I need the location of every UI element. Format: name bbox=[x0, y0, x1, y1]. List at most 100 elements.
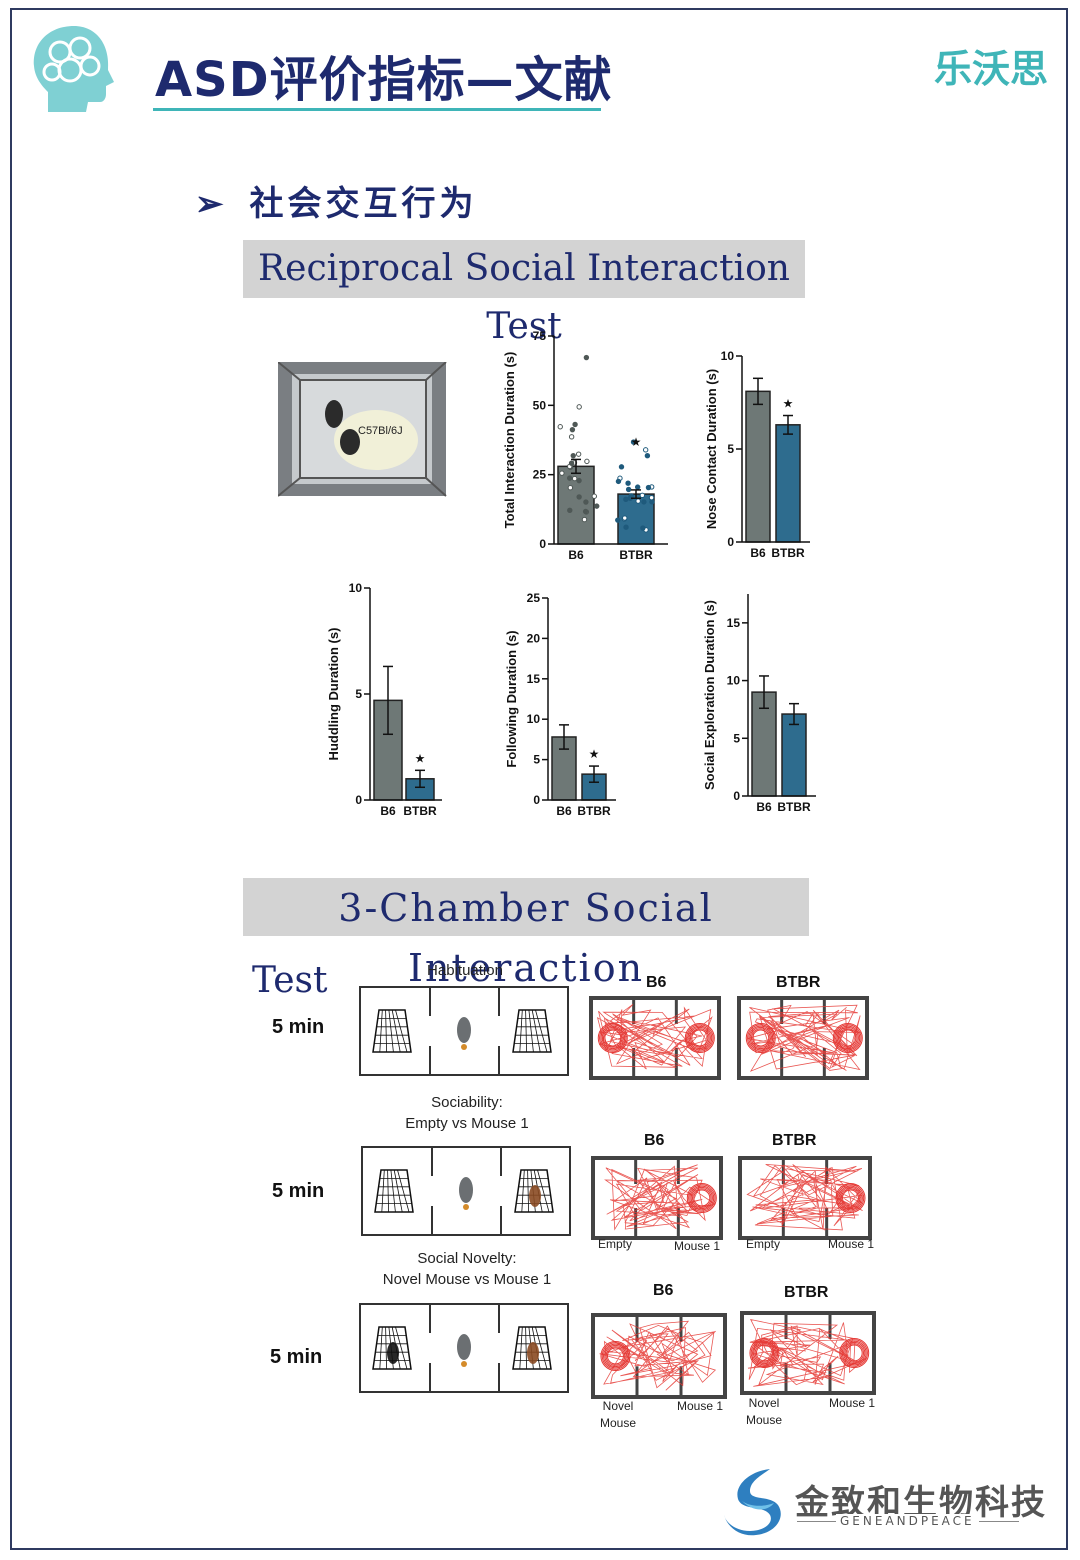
track-hotspot bbox=[832, 1023, 863, 1053]
data-point bbox=[615, 478, 622, 485]
track-plot-b6-sociability bbox=[591, 1156, 723, 1240]
track-hotspot bbox=[836, 1026, 859, 1050]
data-point bbox=[623, 496, 629, 503]
wire-cup-icon bbox=[372, 1009, 412, 1053]
stage-title-line: Social Novelty: bbox=[417, 1250, 517, 1267]
data-point bbox=[576, 477, 582, 484]
data-point bbox=[575, 451, 582, 457]
data-point bbox=[566, 475, 573, 481]
track-hotspot bbox=[686, 1024, 714, 1052]
stage-title-line: Empty vs Mouse 1 bbox=[405, 1115, 529, 1132]
company-logo-icon bbox=[724, 1469, 781, 1536]
data-point bbox=[584, 458, 590, 465]
track-hotspot bbox=[688, 1184, 716, 1212]
data-point bbox=[572, 421, 578, 428]
track-sub-label: Mouse 1 bbox=[677, 1399, 724, 1413]
data-point bbox=[641, 499, 647, 505]
y-tick-label: 0 bbox=[533, 793, 540, 807]
track-sub-label: Novel Mouse bbox=[600, 1399, 637, 1430]
stage-title-line: Habituation bbox=[427, 962, 503, 979]
track-plot-btbr-sociability bbox=[738, 1156, 872, 1240]
track-hotspot bbox=[688, 1026, 711, 1050]
track-sub-label: Mouse 1 bbox=[674, 1239, 721, 1253]
data-point bbox=[567, 507, 573, 514]
test-label: Test bbox=[252, 960, 328, 1001]
data-point bbox=[581, 516, 588, 523]
y-tick-label: 25 bbox=[527, 591, 541, 605]
category-label: BTBR bbox=[619, 548, 653, 562]
head-brain-logo-icon bbox=[33, 26, 114, 112]
track-hotspot bbox=[693, 1189, 711, 1207]
track-hotspot bbox=[839, 1029, 857, 1047]
wire-cup-icon bbox=[514, 1169, 554, 1213]
data-point bbox=[591, 493, 598, 499]
track-path bbox=[746, 1164, 864, 1231]
track-hotspot bbox=[834, 1024, 862, 1052]
track-label-b6: B6 bbox=[644, 1132, 665, 1149]
y-tick-label: 0 bbox=[355, 793, 362, 807]
y-tick-label: 10 bbox=[721, 349, 735, 363]
track-hotspot bbox=[690, 1028, 710, 1048]
stage-title: Social Novelty: Novel Mouse vs Mouse 1 bbox=[362, 1248, 572, 1290]
data-point bbox=[594, 503, 600, 509]
y-axis-label: Nose Contact Duration (s) bbox=[704, 369, 719, 529]
caged-mouse-icon bbox=[387, 1342, 399, 1364]
category-label: BTBR bbox=[577, 804, 611, 818]
significance-star: ★ bbox=[783, 397, 794, 411]
track-hotspot bbox=[684, 1023, 715, 1053]
y-tick-label: 0 bbox=[727, 535, 734, 549]
track-hotspot bbox=[687, 1025, 713, 1051]
stage-duration: 5 min bbox=[272, 1016, 325, 1038]
data-point bbox=[639, 492, 646, 499]
track-hotspot bbox=[600, 1341, 631, 1371]
y-tick-label: 15 bbox=[727, 616, 741, 630]
test-mouse-icon bbox=[457, 1334, 471, 1360]
y-axis-label: Total Interaction Duration (s) bbox=[502, 352, 517, 529]
y-tick-label: 20 bbox=[527, 631, 541, 645]
y-axis-label: Social Exploration Duration (s) bbox=[702, 600, 717, 790]
cage-strain-label: C57Bl/6J bbox=[358, 425, 403, 437]
track-hotspot bbox=[838, 1185, 863, 1211]
track-hotspot bbox=[835, 1183, 866, 1213]
category-label: BTBR bbox=[403, 804, 437, 818]
track-sub-label: Empty bbox=[598, 1237, 633, 1251]
track-hotspot bbox=[601, 1026, 624, 1050]
test-mouse-icon bbox=[457, 1017, 471, 1043]
caged-mouse-icon bbox=[529, 1185, 541, 1207]
track-hotspot bbox=[602, 1028, 623, 1048]
data-point bbox=[569, 426, 576, 433]
three-chamber-apparatus bbox=[361, 1146, 571, 1236]
stage-duration: 5 min bbox=[270, 1346, 323, 1368]
data-point bbox=[571, 475, 578, 482]
bar bbox=[781, 713, 807, 797]
significance-star: ★ bbox=[589, 747, 600, 761]
track-path bbox=[747, 1318, 867, 1387]
track-label-btbr: BTBR bbox=[784, 1284, 829, 1301]
track-hotspot bbox=[747, 1024, 775, 1052]
track-sub-label: Mouse 1 bbox=[828, 1237, 875, 1251]
track-hotspot bbox=[603, 1343, 628, 1369]
y-tick-label: 25 bbox=[533, 468, 547, 482]
data-point bbox=[582, 508, 589, 515]
track-hotspot bbox=[752, 1340, 777, 1366]
track-hotspot bbox=[749, 1026, 772, 1050]
data-point bbox=[645, 484, 652, 491]
track-sub-label: Novel Mouse bbox=[746, 1396, 783, 1427]
three-chamber-apparatus bbox=[359, 1303, 569, 1393]
data-point bbox=[583, 499, 589, 505]
track-label-b6: B6 bbox=[653, 1282, 674, 1299]
data-point bbox=[570, 452, 576, 459]
y-tick-label: 5 bbox=[355, 687, 362, 701]
y-axis-label: Huddling Duration (s) bbox=[326, 628, 341, 761]
track-arena bbox=[589, 996, 721, 1080]
track-plot-b6-novelty bbox=[591, 1313, 727, 1399]
data-point bbox=[625, 486, 632, 493]
data-point bbox=[640, 525, 646, 531]
stage-duration: 5 min bbox=[272, 1180, 325, 1202]
data-point bbox=[615, 517, 621, 523]
track-hotspot bbox=[842, 1189, 859, 1207]
track-hotspot bbox=[755, 1344, 773, 1362]
data-point bbox=[583, 354, 590, 361]
three-chamber-apparatus bbox=[359, 986, 569, 1076]
